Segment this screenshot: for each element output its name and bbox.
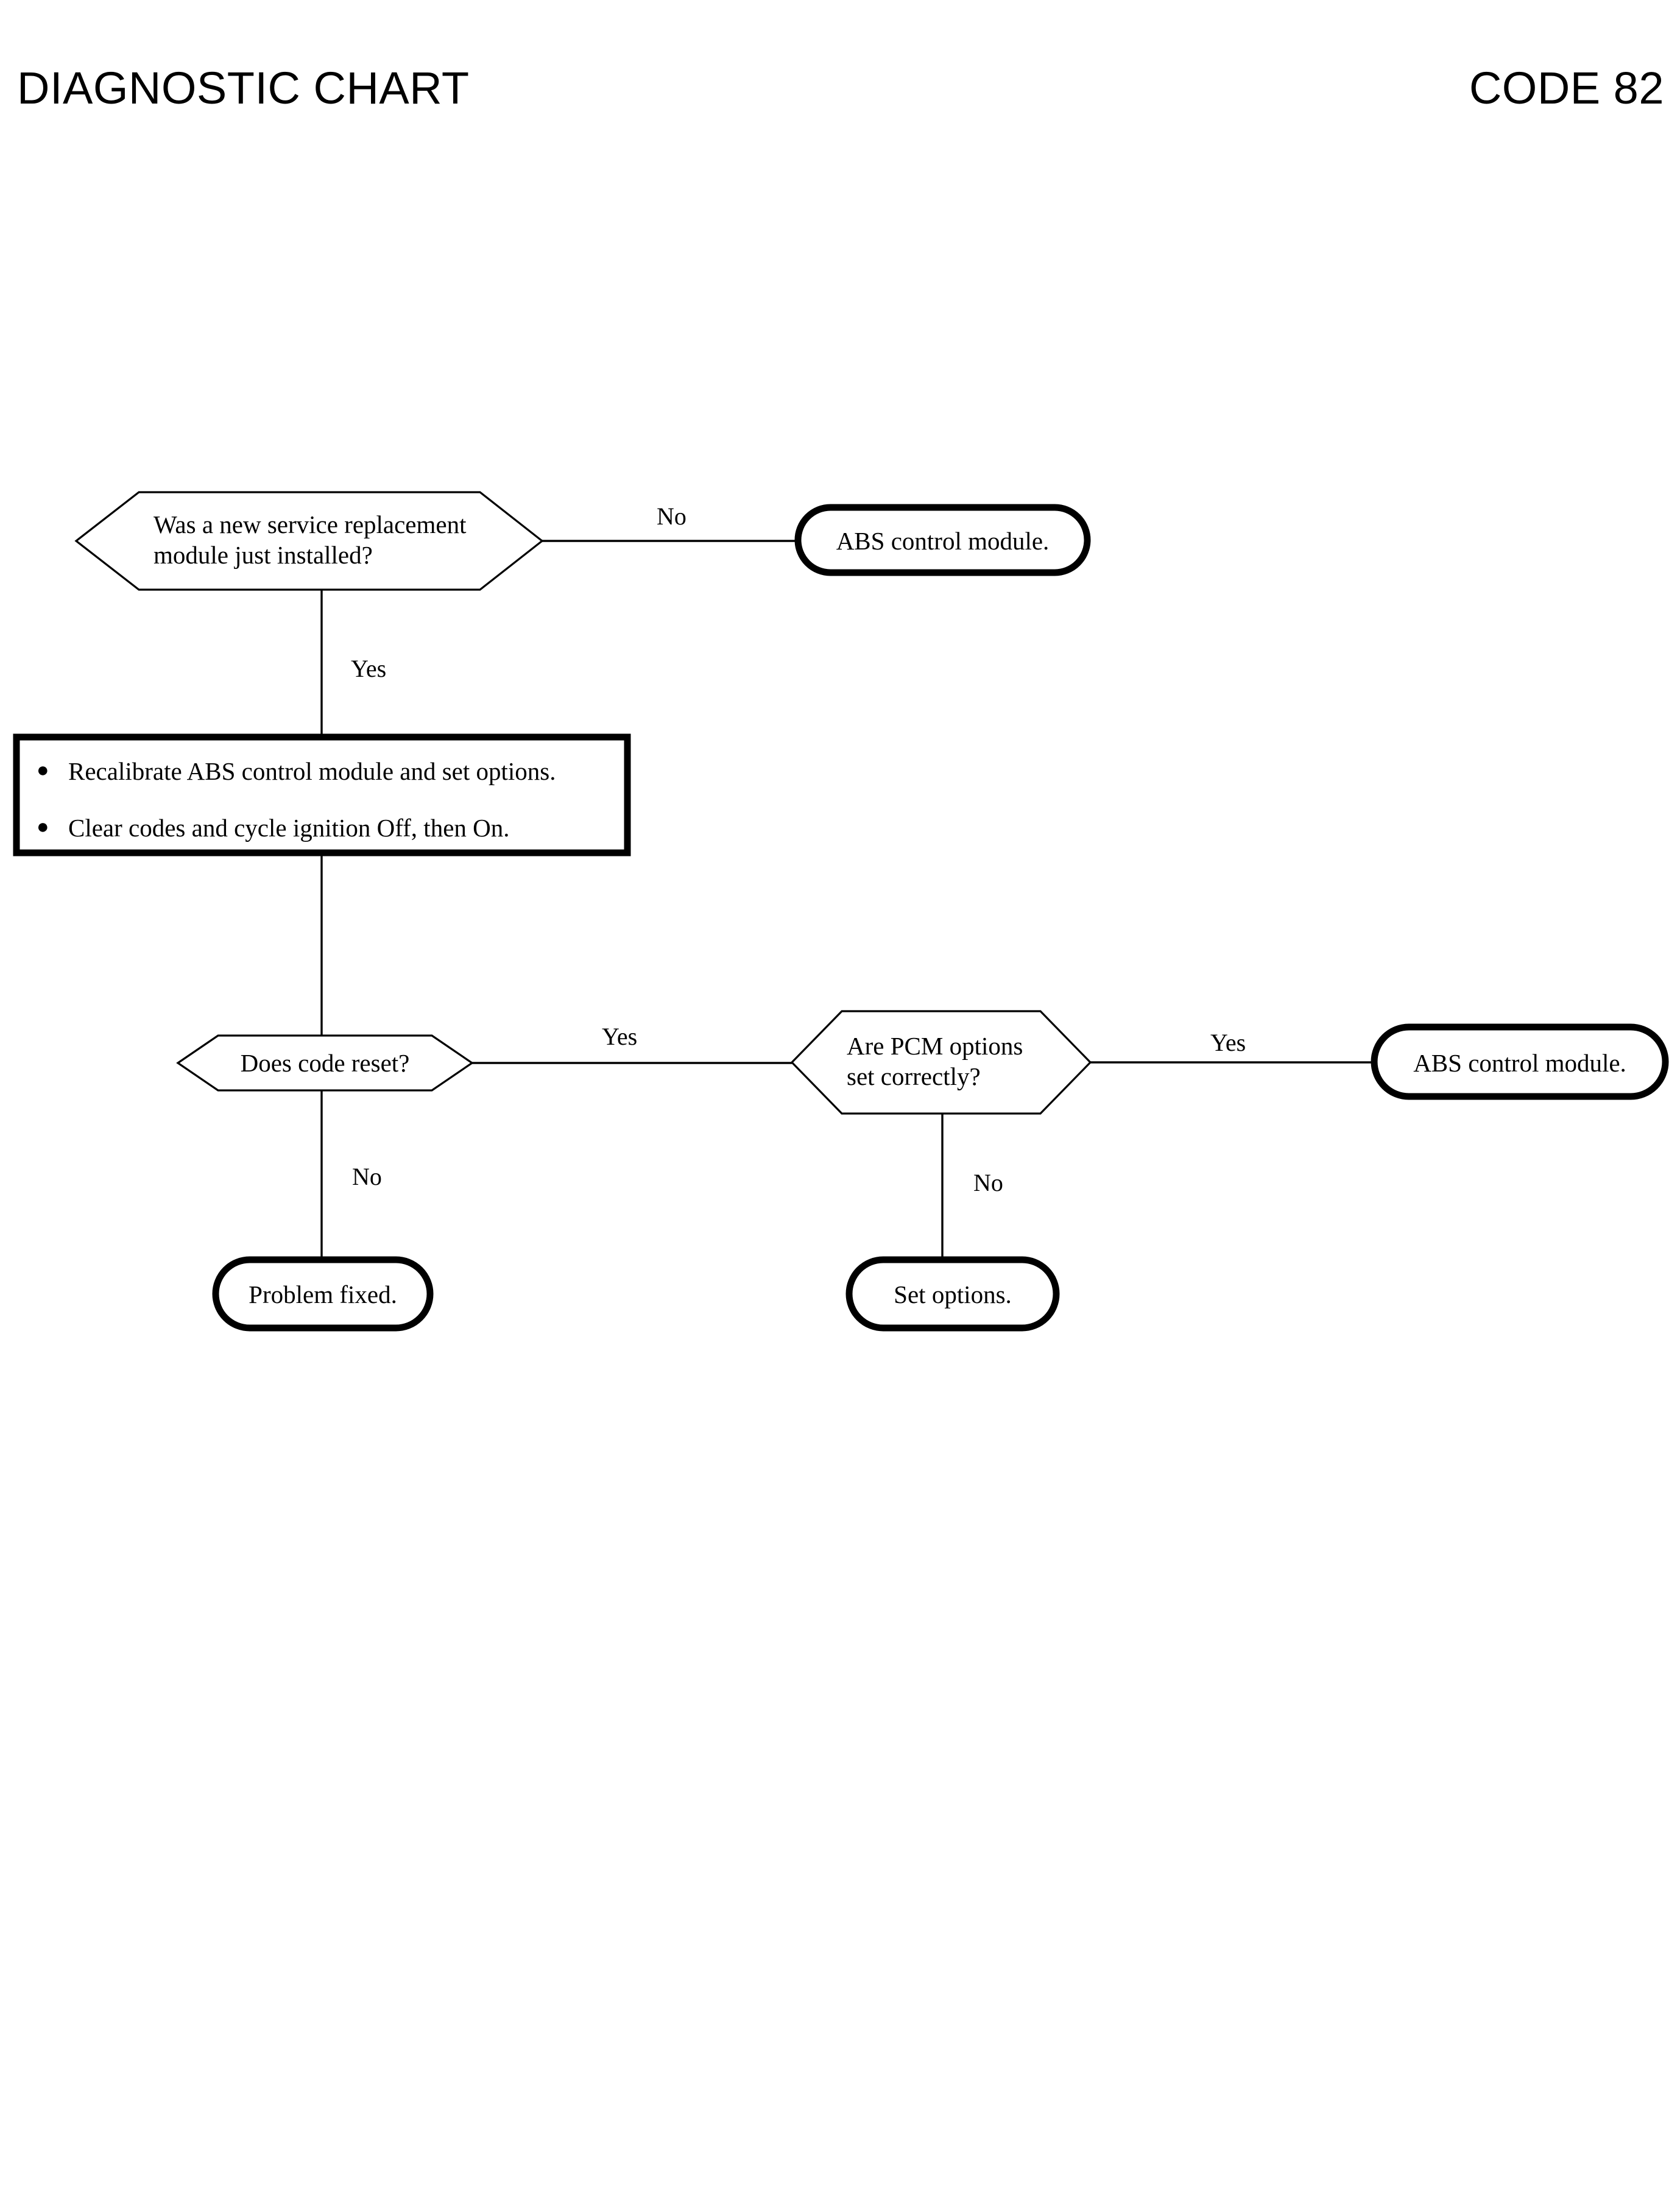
terminal-node-set-options[interactable]: [845, 1256, 1060, 1332]
edge-label-q2-no: No: [352, 1163, 382, 1190]
terminal-node-problem-fixed-label: Problem fixed.: [249, 1280, 397, 1308]
decision-q1-line2: module just installed?: [154, 541, 373, 570]
edge-label-q3-no: No: [973, 1169, 1003, 1196]
decision-node-service-replacement-label: Was a new service replacement module jus…: [154, 509, 519, 570]
decision-node-pcm-options-label: Are PCM options set correctly?: [847, 1031, 1090, 1092]
edge-label-q3-yes: Yes: [1210, 1029, 1246, 1056]
list-item: ● Recalibrate ABS control module and set…: [37, 757, 609, 786]
decision-node-does-code-reset-label: Does code reset?: [240, 1049, 410, 1077]
list-item-label: Clear codes and cycle ignition Off, then…: [68, 814, 510, 842]
edge-label-q2-yes: Yes: [602, 1023, 638, 1050]
process-node-recalibrate[interactable]: [13, 733, 631, 856]
terminal-node-abs-control-module-top-label: ABS control module.: [836, 527, 1050, 555]
terminal-node-abs-control-module-right[interactable]: [1371, 1023, 1669, 1100]
terminal-node-abs-control-module-right-label: ABS control module.: [1413, 1049, 1626, 1077]
edge-label-q1-no: No: [657, 503, 686, 530]
edge-label-q1-yes: Yes: [351, 655, 387, 682]
decision-q1-line1: Was a new service replacement: [154, 510, 467, 538]
page-title: DIAGNOSTIC CHART: [17, 63, 470, 113]
bullet-icon: ●: [37, 816, 49, 839]
terminal-node-set-options-label: Set options.: [894, 1280, 1012, 1308]
diagnostic-code-label: CODE 82: [1469, 63, 1664, 113]
decision-q3-line1: Are PCM options: [847, 1032, 1023, 1060]
list-item-label: Recalibrate ABS control module and set o…: [68, 757, 556, 785]
list-item: ● Clear codes and cycle ignition Off, th…: [37, 813, 609, 843]
terminal-node-abs-control-module-top[interactable]: [794, 504, 1091, 576]
decision-q3-line2: set correctly?: [847, 1062, 981, 1091]
terminal-node-problem-fixed[interactable]: [212, 1256, 434, 1332]
process-node-recalibrate-list: ● Recalibrate ABS control module and set…: [37, 757, 609, 843]
bullet-icon: ●: [37, 759, 49, 782]
